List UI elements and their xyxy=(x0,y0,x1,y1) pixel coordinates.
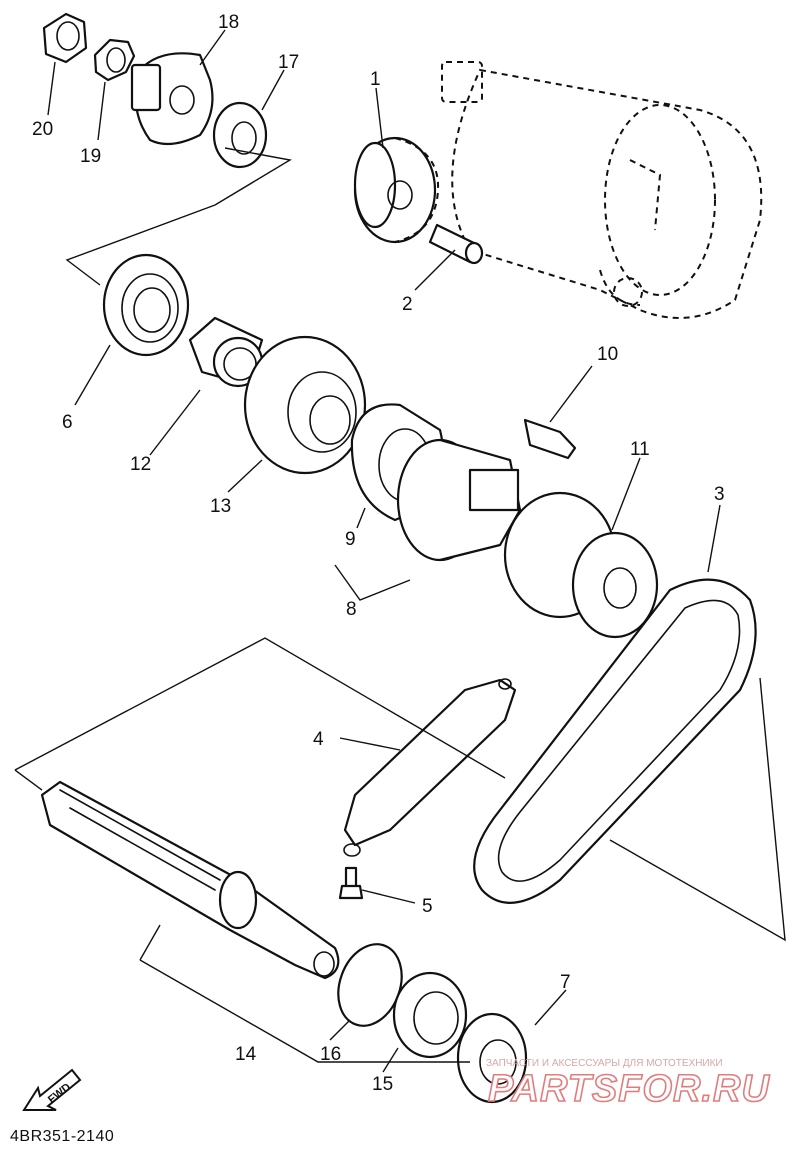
callout-12: 12 xyxy=(130,454,151,475)
part-2-pin xyxy=(428,223,484,265)
assembly-lines xyxy=(14,147,786,1063)
callout-9: 9 xyxy=(345,529,356,550)
callout-17: 17 xyxy=(278,52,299,73)
part-18-drive-gear xyxy=(130,52,214,146)
callout-10: 10 xyxy=(597,344,618,365)
part-7-oil-seal xyxy=(456,1012,528,1104)
part-8-clutch-housing xyxy=(396,438,522,562)
callout-numbers: 1 2 3 4 5 6 7 8 9 10 11 12 13 14 15 16 1… xyxy=(32,12,725,1095)
watermark-logo: PARTSFOR.RU xyxy=(487,1067,770,1111)
part-3-chain xyxy=(473,578,757,904)
part-13-starter-wheel-gear xyxy=(243,335,367,475)
watermark-tagline: ЗАПЧАСТИ И АКСЕССУАРЫ ДЛЯ МОТОТЕХНИКИ xyxy=(486,1058,723,1069)
callout-7: 7 xyxy=(560,972,571,993)
callout-14: 14 xyxy=(235,1044,257,1065)
callout-11: 11 xyxy=(630,439,650,460)
part-14-main-shaft xyxy=(40,780,340,980)
callout-8: 8 xyxy=(346,599,357,620)
part-20-nut xyxy=(42,12,88,64)
callout-16: 16 xyxy=(320,1044,341,1065)
callout-1: 1 xyxy=(370,69,381,90)
callout-leaders xyxy=(47,29,721,1073)
callout-20: 20 xyxy=(32,119,53,140)
part-1-idler-gear xyxy=(353,136,440,244)
part-19-lock-washer xyxy=(93,38,136,82)
part-5-bolt xyxy=(338,866,364,900)
callout-6: 6 xyxy=(62,412,73,433)
part-4-chain-guide xyxy=(343,678,517,857)
diagram-code: 4BR351-2140 xyxy=(10,1128,115,1145)
callout-18: 18 xyxy=(218,12,239,33)
callout-2: 2 xyxy=(402,294,413,315)
callout-4: 4 xyxy=(313,729,324,750)
part-12-sleeve xyxy=(188,316,264,388)
part-10-key xyxy=(523,418,577,460)
part-15-bearing xyxy=(392,971,468,1059)
part-17-collar xyxy=(212,101,268,169)
callout-13: 13 xyxy=(210,496,231,517)
fwd-arrow-icon: FWD xyxy=(22,1068,82,1111)
callout-15: 15 xyxy=(372,1074,393,1095)
part-11-sprocket-hub xyxy=(503,491,659,639)
starter-motor xyxy=(441,61,763,319)
callout-19: 19 xyxy=(80,146,101,167)
callout-3: 3 xyxy=(714,484,725,505)
callout-5: 5 xyxy=(422,896,433,917)
part-6-bearing xyxy=(102,253,190,357)
